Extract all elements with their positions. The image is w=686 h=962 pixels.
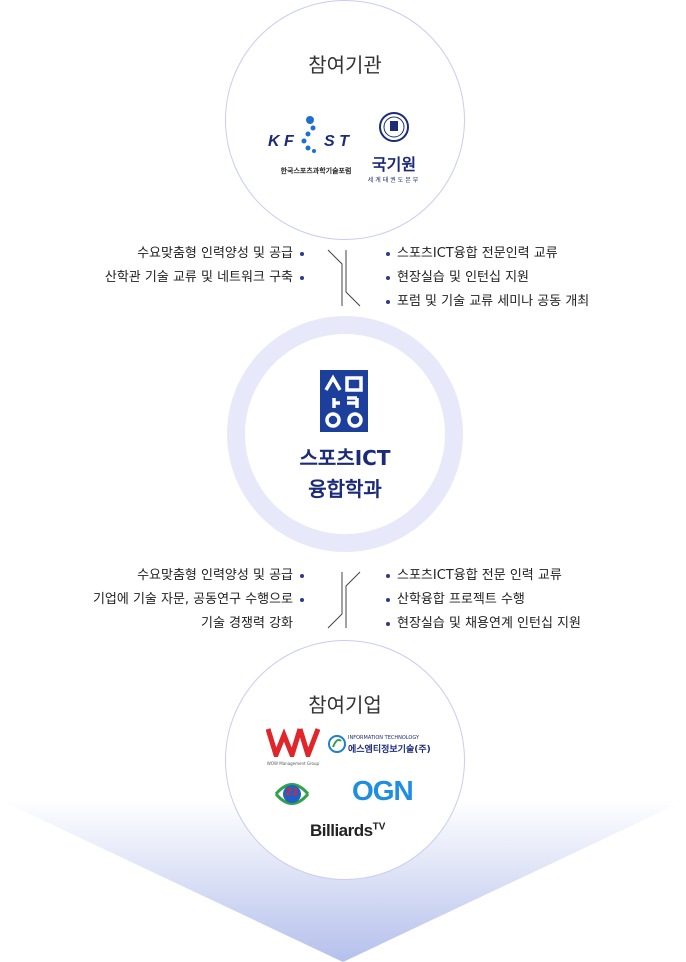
- list-item: 수요맞춤형 인력양성 및 공급: [93, 564, 304, 588]
- smt-emblem-icon: [328, 735, 346, 753]
- list-item: 수요맞춤형 인력양성 및 공급: [105, 242, 304, 266]
- companies-circle: 참여기업 WOW Management Group INFORMATION TE…: [225, 640, 465, 880]
- logo-21: 21: [270, 777, 314, 811]
- list-item: 산학관 기술 교류 및 네트워크 구축: [105, 266, 304, 290]
- kukkiwon-logo: 국기원 세계태권도본부: [366, 111, 422, 184]
- lower-left-list: 수요맞춤형 인력양성 및 공급 기업에 기술 자문, 공동연구 수행으로 기술 …: [93, 564, 304, 636]
- kukkiwon-caption: 세계태권도본부: [367, 177, 421, 184]
- wow-logo: WOW Management Group: [265, 727, 321, 767]
- logo-21-text: 21: [285, 787, 299, 798]
- institutions-circle: 참여기관 K F S T 한국스포츠과학기술포럼 국기원 세계태권도본부: [225, 0, 465, 240]
- kfost-logo: K F S T 한국스포츠과학기술포럼: [266, 106, 366, 176]
- companies-title: 참여기업: [308, 693, 382, 717]
- svg-text:S T: S T: [324, 133, 350, 150]
- ogn-logo: OGN: [352, 775, 414, 806]
- upper-exchange-arrows-icon: [327, 249, 361, 307]
- department-name-line1: 스포츠ICT: [299, 446, 391, 470]
- smt-caption-ko: 에스엠티정보기술(주): [348, 745, 431, 755]
- list-item: 기술 경쟁력 강화: [201, 616, 293, 631]
- lower-exchange-arrows-icon: [327, 571, 361, 629]
- kukkiwon-emblem-icon: [379, 112, 409, 142]
- kukkiwon-name: 국기원: [371, 155, 417, 174]
- smt-it-logo: INFORMATION TECHNOLOGY 에스엠티정보기술(주): [328, 733, 440, 757]
- lower-right-list: 스포츠ICT융합 전문 인력 교류 산학융합 프로젝트 수행 현장실습 및 채용…: [386, 564, 581, 636]
- department-name-line2: 융합학과: [308, 477, 382, 501]
- billiards-tv-text: TV: [372, 821, 386, 833]
- wow-caption: WOW Management Group: [266, 761, 320, 766]
- list-item: 스포츠ICT융합 전문인력 교류: [386, 242, 589, 266]
- wow-emblem-icon: [265, 728, 321, 763]
- list-item: 기업에 기술 자문, 공동연구 수행으로: [93, 588, 304, 612]
- svg-text:K F: K F: [268, 133, 295, 150]
- billiards-text: Billiards: [310, 821, 373, 840]
- smt-caption-en: INFORMATION TECHNOLOGY: [348, 735, 420, 741]
- kfost-emblem-icon: K F S T: [268, 116, 350, 153]
- logo-21-emblem-icon: [274, 783, 310, 805]
- billiards-tv-logo: BilliardsTV: [310, 821, 400, 851]
- list-item: 산학융합 프로젝트 수행: [386, 588, 581, 612]
- sangmyung-logo-icon: [320, 370, 368, 432]
- upper-right-list: 스포츠ICT융합 전문인력 교류 현장실습 및 인턴십 지원 포럼 및 기술 교…: [386, 242, 589, 314]
- list-item: 현장실습 및 채용연계 인턴십 지원: [386, 612, 581, 636]
- upper-left-list: 수요맞춤형 인력양성 및 공급 산학관 기술 교류 및 네트워크 구축: [105, 242, 304, 290]
- institutions-title: 참여기관: [308, 53, 382, 77]
- list-item: 스포츠ICT융합 전문 인력 교류: [386, 564, 581, 588]
- kfost-caption: 한국스포츠과학기술포럼: [280, 167, 352, 175]
- list-item: 현장실습 및 인턴십 지원: [386, 266, 589, 290]
- department-circle: [245, 334, 445, 534]
- list-item: 포럼 및 기술 교류 세미나 공동 개최: [386, 290, 589, 314]
